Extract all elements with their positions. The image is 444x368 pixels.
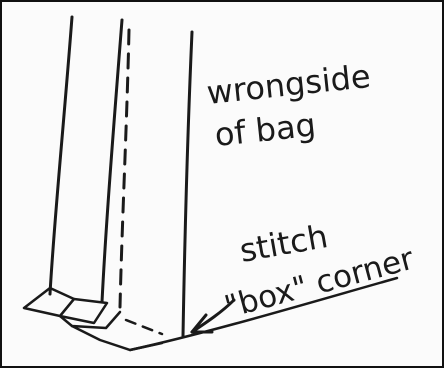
label-wrong-side-line1: wrongside [205,57,372,112]
box-corner-middle-flap [60,299,107,323]
bag-right-edge [183,32,192,336]
bag-inner-edge [102,20,122,302]
bag-left-edge [50,17,72,294]
box-corner-strip [60,312,120,328]
label-stitch-line1: stitch [237,217,331,270]
label-wrong-side-line2: of bag [213,106,318,154]
bag-dashed-seam [120,30,129,307]
box-corner-stitch [126,320,162,334]
